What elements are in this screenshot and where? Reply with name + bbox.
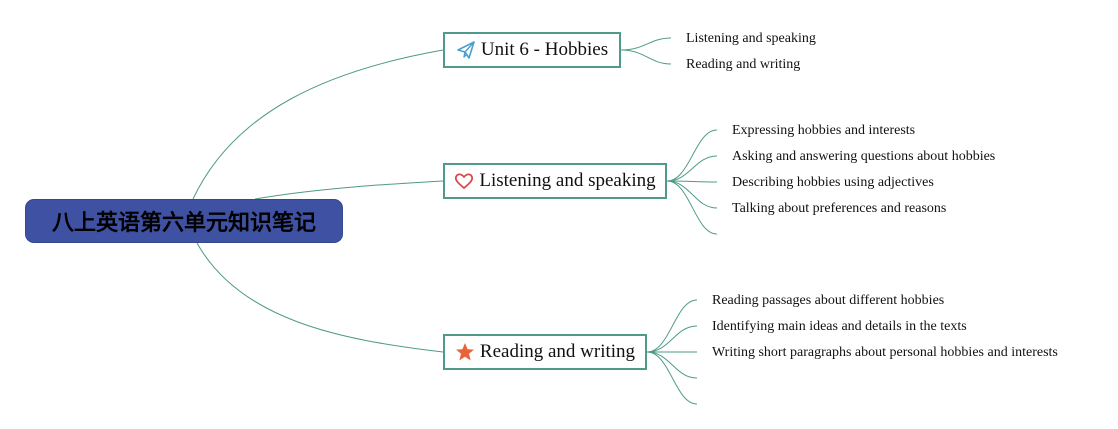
leaf-link [666, 180, 718, 235]
star-icon [455, 342, 475, 362]
leaf-topic[interactable]: Reading passages about different hobbies [712, 293, 945, 308]
branch-label: Reading and writing [479, 341, 636, 362]
leaf-link [666, 155, 718, 182]
leaf-link [666, 129, 718, 182]
leaf-topic[interactable]: Identifying main ideas and details in th… [712, 319, 967, 334]
root-topic[interactable]: 八上英语第六单元知识笔记 [25, 199, 343, 243]
heart-icon [454, 171, 474, 191]
branch-label: Listening and speaking [479, 170, 656, 191]
root-link-unit6 [192, 49, 444, 200]
leaf-link [620, 49, 672, 65]
leaf-topic[interactable]: Reading and writing [686, 57, 801, 72]
paper-plane-icon [456, 40, 476, 60]
branch-reading-writing[interactable]: Reading and writing [443, 334, 647, 370]
leaf-link [666, 180, 718, 209]
root-link-reading [196, 242, 444, 353]
leaf-link [620, 37, 672, 51]
leaf-topic[interactable]: Listening and speaking [686, 31, 816, 46]
leaf-topic[interactable]: Talking about preferences and reasons [732, 201, 947, 216]
leaf-link [646, 299, 698, 353]
leaf-topic[interactable]: Describing hobbies using adjectives [732, 175, 934, 190]
leaf-topic[interactable]: Expressing hobbies and interests [732, 123, 916, 138]
leaf-topic[interactable]: Writing short paragraphs about personal … [712, 345, 1058, 360]
leaf-topic[interactable]: Asking and answering questions about hob… [732, 149, 996, 164]
branch-label: Unit 6 - Hobbies [480, 39, 609, 60]
root-topic-label: 八上英语第六单元知识笔记 [51, 211, 316, 236]
root-link-listening [254, 180, 444, 200]
leaf-link [646, 325, 698, 353]
leaf-link [646, 351, 698, 379]
branch-listening-speaking[interactable]: Listening and speaking [443, 163, 667, 199]
branch-unit6-hobbies[interactable]: Unit 6 - Hobbies [443, 32, 621, 68]
leaf-link [646, 351, 698, 405]
